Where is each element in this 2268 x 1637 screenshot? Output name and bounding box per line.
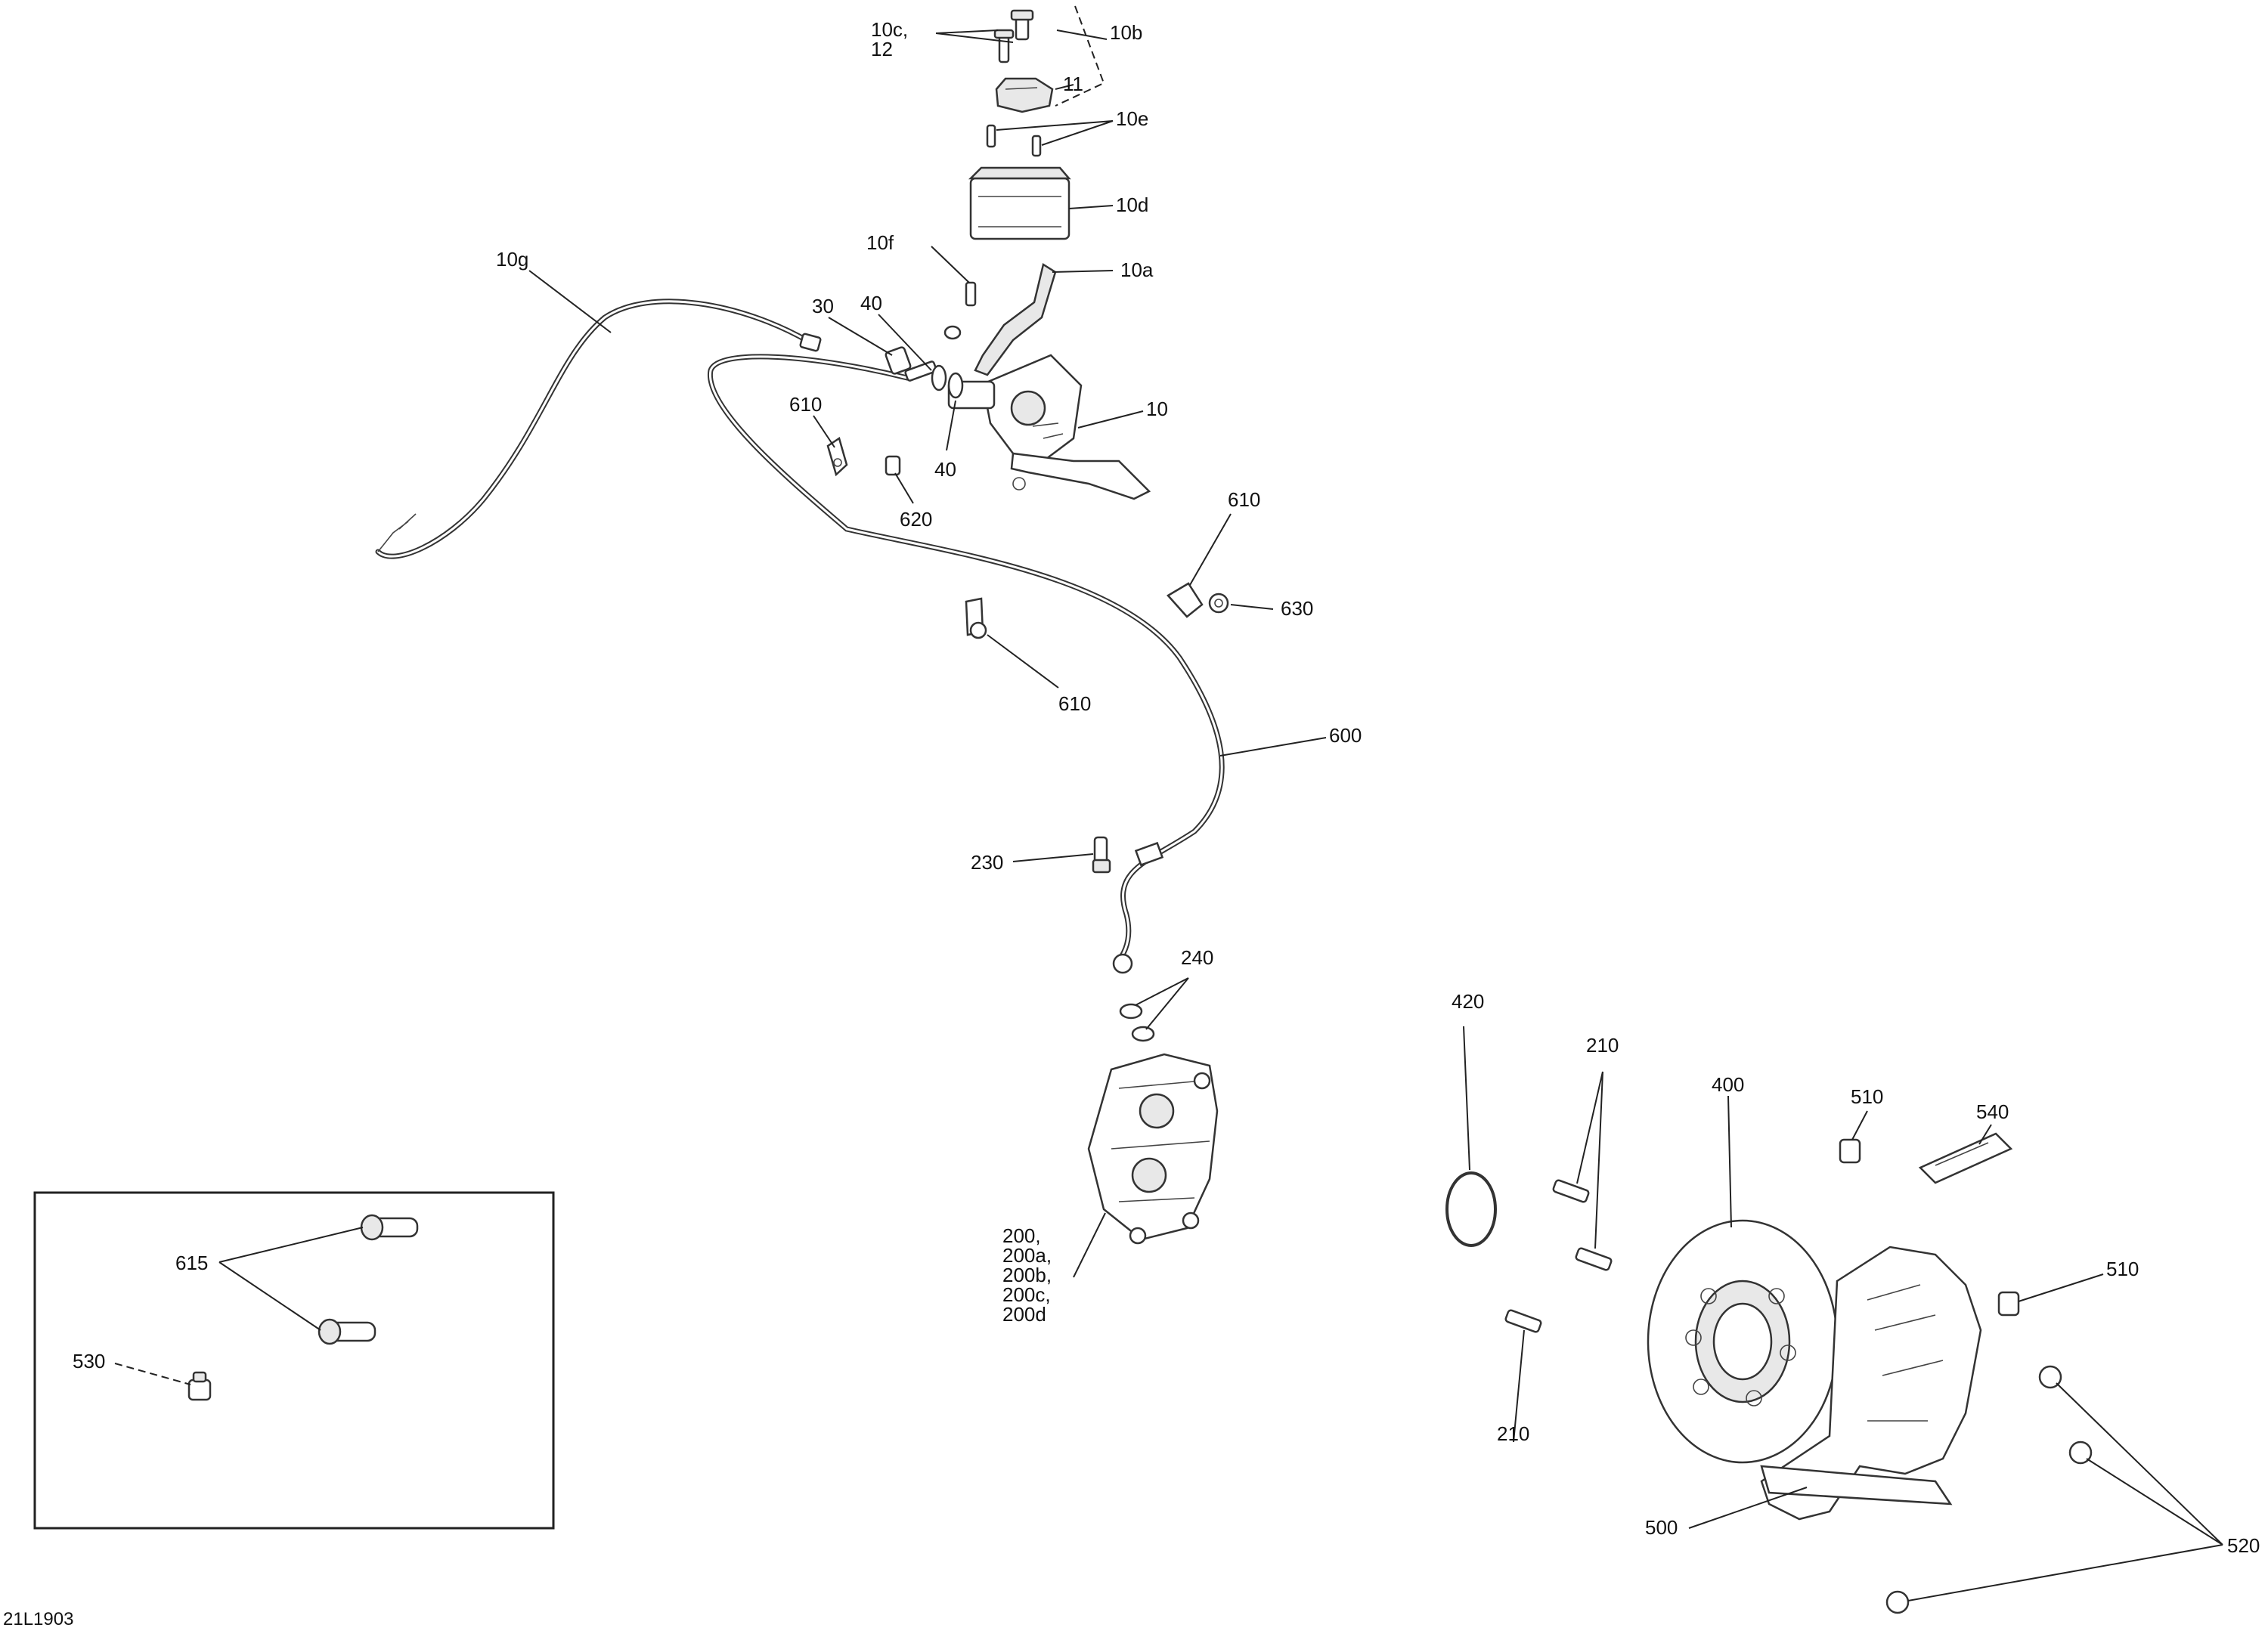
callout-10g: 10g bbox=[496, 248, 528, 271]
bolt-10c bbox=[1010, 9, 1034, 41]
callout-10f: 10f bbox=[866, 231, 894, 254]
callout-210-top: 210 bbox=[1586, 1034, 1619, 1057]
callout-630: 630 bbox=[1281, 597, 1313, 620]
callout-420: 420 bbox=[1452, 990, 1484, 1013]
brake-disc-400 bbox=[1647, 1219, 1839, 1464]
screw-10f bbox=[965, 281, 977, 307]
washers-240 bbox=[1119, 1003, 1155, 1042]
callout-10c-12: 10c,12 bbox=[871, 18, 908, 60]
bleeder-530 bbox=[187, 1371, 212, 1401]
clip-610-top bbox=[826, 437, 848, 477]
callout-10a: 10a bbox=[1120, 258, 1154, 281]
callout-30: 30 bbox=[812, 295, 834, 317]
callout-510-top: 510 bbox=[1851, 1085, 1883, 1108]
callout-610-right: 610 bbox=[1228, 488, 1260, 511]
nut-630 bbox=[1208, 593, 1229, 614]
callout-600: 600 bbox=[1329, 724, 1362, 747]
diagram-code: 21L1903 bbox=[3, 1609, 73, 1629]
callout-40-bottom: 40 bbox=[934, 458, 956, 481]
o-ring-420 bbox=[1445, 1171, 1497, 1247]
washers-40 bbox=[931, 325, 964, 399]
screws-10e bbox=[986, 124, 1042, 157]
disc-bolt-holes bbox=[1685, 1288, 1796, 1406]
bleeder-230 bbox=[1092, 836, 1111, 874]
disc-guard-500 bbox=[1760, 1246, 1982, 1521]
callout-530: 530 bbox=[73, 1350, 105, 1372]
callout-240: 240 bbox=[1181, 946, 1213, 969]
callout-610-mid: 610 bbox=[1058, 692, 1091, 715]
clip-610-mid bbox=[965, 597, 987, 639]
bolts-210 bbox=[1504, 1179, 1613, 1333]
callout-610-top: 610 bbox=[789, 393, 822, 416]
reservoir-10d bbox=[968, 166, 1071, 240]
callout-200: 200,200a,200b,200c,200d bbox=[1002, 1224, 1052, 1326]
master-cylinder-10 bbox=[947, 354, 1151, 500]
callout-10: 10 bbox=[1146, 398, 1168, 420]
callout-500: 500 bbox=[1645, 1516, 1678, 1539]
nuts-520 bbox=[1885, 1365, 2093, 1614]
callout-10d: 10d bbox=[1116, 193, 1148, 216]
cover-11 bbox=[995, 77, 1054, 113]
bolt-510-top bbox=[1839, 1138, 1861, 1164]
fitting-top-line bbox=[799, 333, 822, 352]
brake-line-10g bbox=[375, 299, 812, 559]
callout-400: 400 bbox=[1712, 1073, 1744, 1096]
label-540 bbox=[1918, 1132, 2013, 1184]
callout-labels: 10c,12 10b 11 10e 10d 10f 10a 10g 30 40 … bbox=[73, 18, 2260, 1557]
callout-10e: 10e bbox=[1116, 107, 1148, 130]
leader-lines bbox=[114, 5, 2223, 1601]
screw-12 bbox=[993, 29, 1015, 63]
caliper-200 bbox=[1087, 1053, 1219, 1245]
bolt-510-right bbox=[1997, 1291, 2020, 1317]
fittings-615 bbox=[318, 1214, 419, 1345]
callout-615: 615 bbox=[175, 1252, 208, 1274]
clip-610-right bbox=[1167, 582, 1204, 618]
callout-210-bottom: 210 bbox=[1497, 1422, 1529, 1445]
callout-520: 520 bbox=[2227, 1534, 2260, 1557]
brake-hose-600 bbox=[708, 354, 1225, 974]
callout-510-right: 510 bbox=[2106, 1258, 2139, 1280]
callout-230: 230 bbox=[971, 851, 1003, 874]
inset-box bbox=[33, 1191, 555, 1530]
lever-10a bbox=[974, 263, 1057, 376]
callout-540: 540 bbox=[1976, 1100, 2009, 1123]
callout-10b: 10b bbox=[1110, 21, 1142, 44]
screw-620 bbox=[885, 455, 901, 476]
callout-620: 620 bbox=[900, 508, 932, 531]
callout-11: 11 bbox=[1063, 73, 1083, 95]
callout-40-top: 40 bbox=[860, 292, 882, 314]
